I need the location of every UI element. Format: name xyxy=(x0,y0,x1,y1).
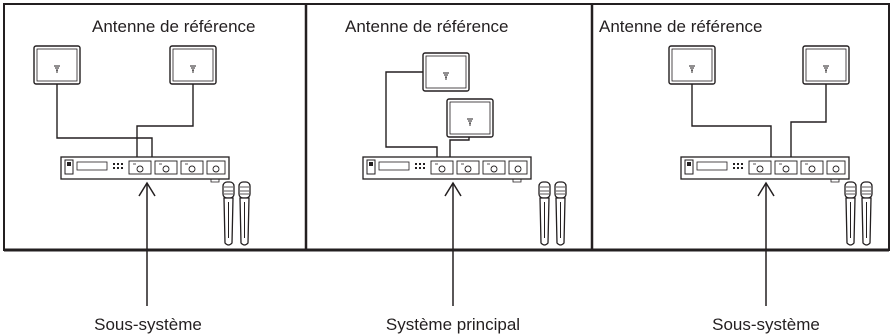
antenna-icon xyxy=(33,45,81,85)
antenna-icon xyxy=(668,45,716,85)
microphone-icon xyxy=(538,181,551,246)
panel-frames xyxy=(3,3,890,252)
receiver-icon xyxy=(680,156,850,183)
pointer-arrows xyxy=(138,181,775,306)
antenna-icon xyxy=(169,45,217,85)
microphone-icon xyxy=(844,181,857,246)
cable-p2-upper xyxy=(385,71,438,160)
panel-3-title: Antenne de référence xyxy=(599,17,763,36)
panel-2-title: Antenne de référence xyxy=(345,17,509,36)
microphone-icon xyxy=(860,181,873,246)
antenna-icon xyxy=(422,52,470,92)
microphone-icon xyxy=(554,181,567,246)
cable-p1-left xyxy=(56,83,153,160)
panel-3-system-label: Sous-système xyxy=(712,315,820,334)
cable-p3-left xyxy=(691,83,772,160)
antenna-icon xyxy=(446,98,494,138)
cable-p3-right xyxy=(790,83,827,160)
antenna-icon xyxy=(802,45,850,85)
microphone-icon xyxy=(238,181,251,246)
panel-1-system-label: Sous-système xyxy=(94,315,202,334)
arrow-panel-2 xyxy=(444,181,462,306)
receiver-icon xyxy=(60,156,230,183)
panel-2-system-label: Système principal xyxy=(386,315,520,334)
receiver-icon xyxy=(362,156,532,183)
arrow-panel-3 xyxy=(757,181,775,306)
panel-1-title: Antenne de référence xyxy=(92,17,256,36)
cable-p1-right xyxy=(136,83,194,160)
antenna-cables xyxy=(56,71,827,160)
arrow-panel-1 xyxy=(138,181,156,306)
microphone-icon xyxy=(222,181,235,246)
